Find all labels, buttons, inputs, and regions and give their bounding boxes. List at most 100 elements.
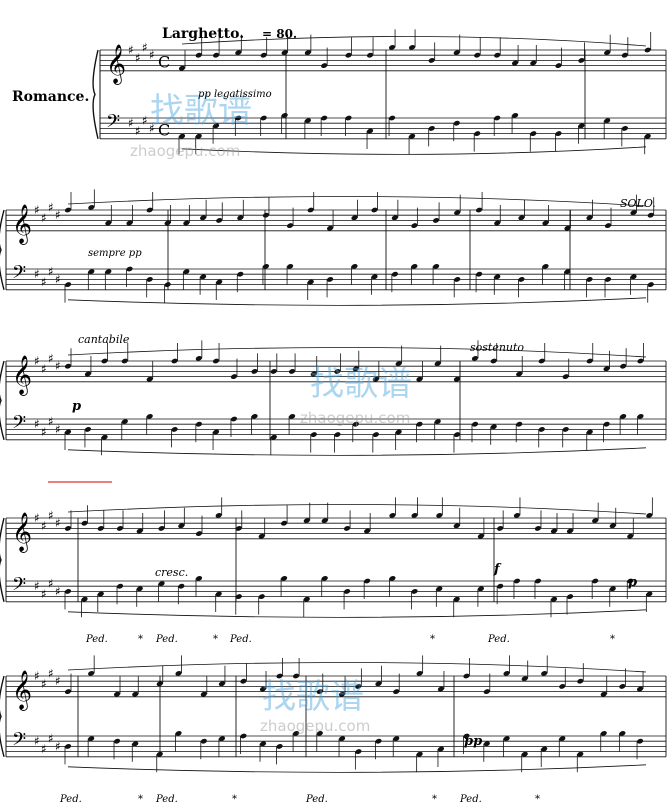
sostenuto-marking: sostenuto xyxy=(470,341,524,354)
notehead xyxy=(321,518,328,524)
notehead xyxy=(200,274,207,280)
dynamic-p-1: p xyxy=(72,399,81,414)
notehead xyxy=(416,376,423,382)
sharp-icon: ♯ xyxy=(149,121,155,135)
notehead xyxy=(286,263,294,269)
notehead xyxy=(164,220,171,226)
notehead xyxy=(600,691,607,697)
notehead xyxy=(428,57,435,63)
notehead xyxy=(494,220,501,226)
notehead xyxy=(235,594,242,600)
notehead xyxy=(530,60,537,66)
notehead xyxy=(620,413,627,419)
notehead xyxy=(477,586,485,592)
solo-marking: SOLO. xyxy=(620,197,656,210)
notehead xyxy=(395,429,402,435)
notehead xyxy=(490,424,497,430)
notehead xyxy=(475,207,483,213)
sharp-icon: ♯ xyxy=(128,116,134,130)
notehead xyxy=(146,207,153,213)
cresc-marking: cresc. xyxy=(155,566,188,579)
notehead xyxy=(64,743,72,749)
notehead xyxy=(541,746,548,752)
treble-clef-icon: 𝄞 xyxy=(12,204,32,245)
notehead xyxy=(366,128,374,134)
slur xyxy=(67,347,647,358)
notehead xyxy=(101,434,108,440)
notehead xyxy=(81,596,88,602)
notehead xyxy=(338,691,346,697)
slur xyxy=(67,196,647,207)
sharp-icon: ♯ xyxy=(41,587,47,601)
notehead xyxy=(303,518,310,524)
notehead xyxy=(494,52,501,58)
bass-clef-icon: 𝄢 xyxy=(12,574,26,599)
notehead xyxy=(411,263,418,269)
notehead xyxy=(511,60,519,66)
notehead xyxy=(195,531,203,537)
notehead xyxy=(292,673,300,679)
treble-clef-icon: 𝄞 xyxy=(12,512,32,553)
notehead xyxy=(146,276,153,282)
notehead xyxy=(647,212,654,218)
notehead xyxy=(395,361,402,367)
notehead xyxy=(609,586,616,592)
notehead xyxy=(620,363,627,369)
notehead xyxy=(566,594,574,600)
notehead xyxy=(304,50,311,56)
notehead xyxy=(534,578,542,584)
notehead xyxy=(432,217,440,223)
notehead xyxy=(471,355,479,361)
notehead xyxy=(235,525,242,531)
notehead xyxy=(497,583,504,589)
notehead xyxy=(538,426,545,432)
notehead xyxy=(195,575,203,581)
notehead xyxy=(136,528,143,534)
sharp-icon: ♯ xyxy=(41,275,47,289)
notehead xyxy=(136,586,143,592)
notehead xyxy=(259,686,267,692)
notehead xyxy=(64,689,72,695)
slur xyxy=(67,609,647,618)
svg-text:Ped.: Ped. xyxy=(59,794,82,805)
notehead xyxy=(156,681,163,687)
notehead xyxy=(240,678,247,684)
slur xyxy=(67,764,647,773)
notehead xyxy=(310,371,317,377)
svg-text:Ped.: Ped. xyxy=(487,634,510,645)
notehead xyxy=(251,413,258,419)
notehead xyxy=(81,520,88,526)
notehead xyxy=(371,207,378,213)
sharp-icon: ♯ xyxy=(34,511,40,525)
notehead xyxy=(212,52,220,58)
notehead xyxy=(88,269,95,275)
notehead xyxy=(375,681,382,687)
notehead xyxy=(562,374,569,380)
sharp-icon: ♯ xyxy=(41,362,47,376)
notehead xyxy=(503,670,510,676)
notehead xyxy=(586,215,593,221)
notehead xyxy=(158,525,165,531)
notehead xyxy=(258,594,265,600)
notehead xyxy=(411,512,418,518)
sharp-icon: ♯ xyxy=(48,732,54,746)
notehead xyxy=(644,47,651,53)
notehead xyxy=(416,751,423,757)
notehead xyxy=(338,736,346,742)
notehead xyxy=(276,743,283,749)
notehead xyxy=(97,591,104,597)
notehead xyxy=(432,263,440,269)
dynamic-pp-legatissimo: pp legatissimo xyxy=(198,89,272,100)
notehead xyxy=(453,596,460,602)
notehead xyxy=(259,741,267,747)
notehead xyxy=(411,223,418,229)
brace xyxy=(0,209,5,290)
notehead xyxy=(630,210,637,216)
notehead xyxy=(503,736,510,742)
notehead xyxy=(372,432,379,438)
notehead xyxy=(437,686,445,692)
cantabile-marking: cantabile xyxy=(78,333,130,346)
svg-text:找歌谱: 找歌谱 xyxy=(150,91,252,131)
notehead xyxy=(388,44,396,50)
notehead xyxy=(637,413,644,419)
